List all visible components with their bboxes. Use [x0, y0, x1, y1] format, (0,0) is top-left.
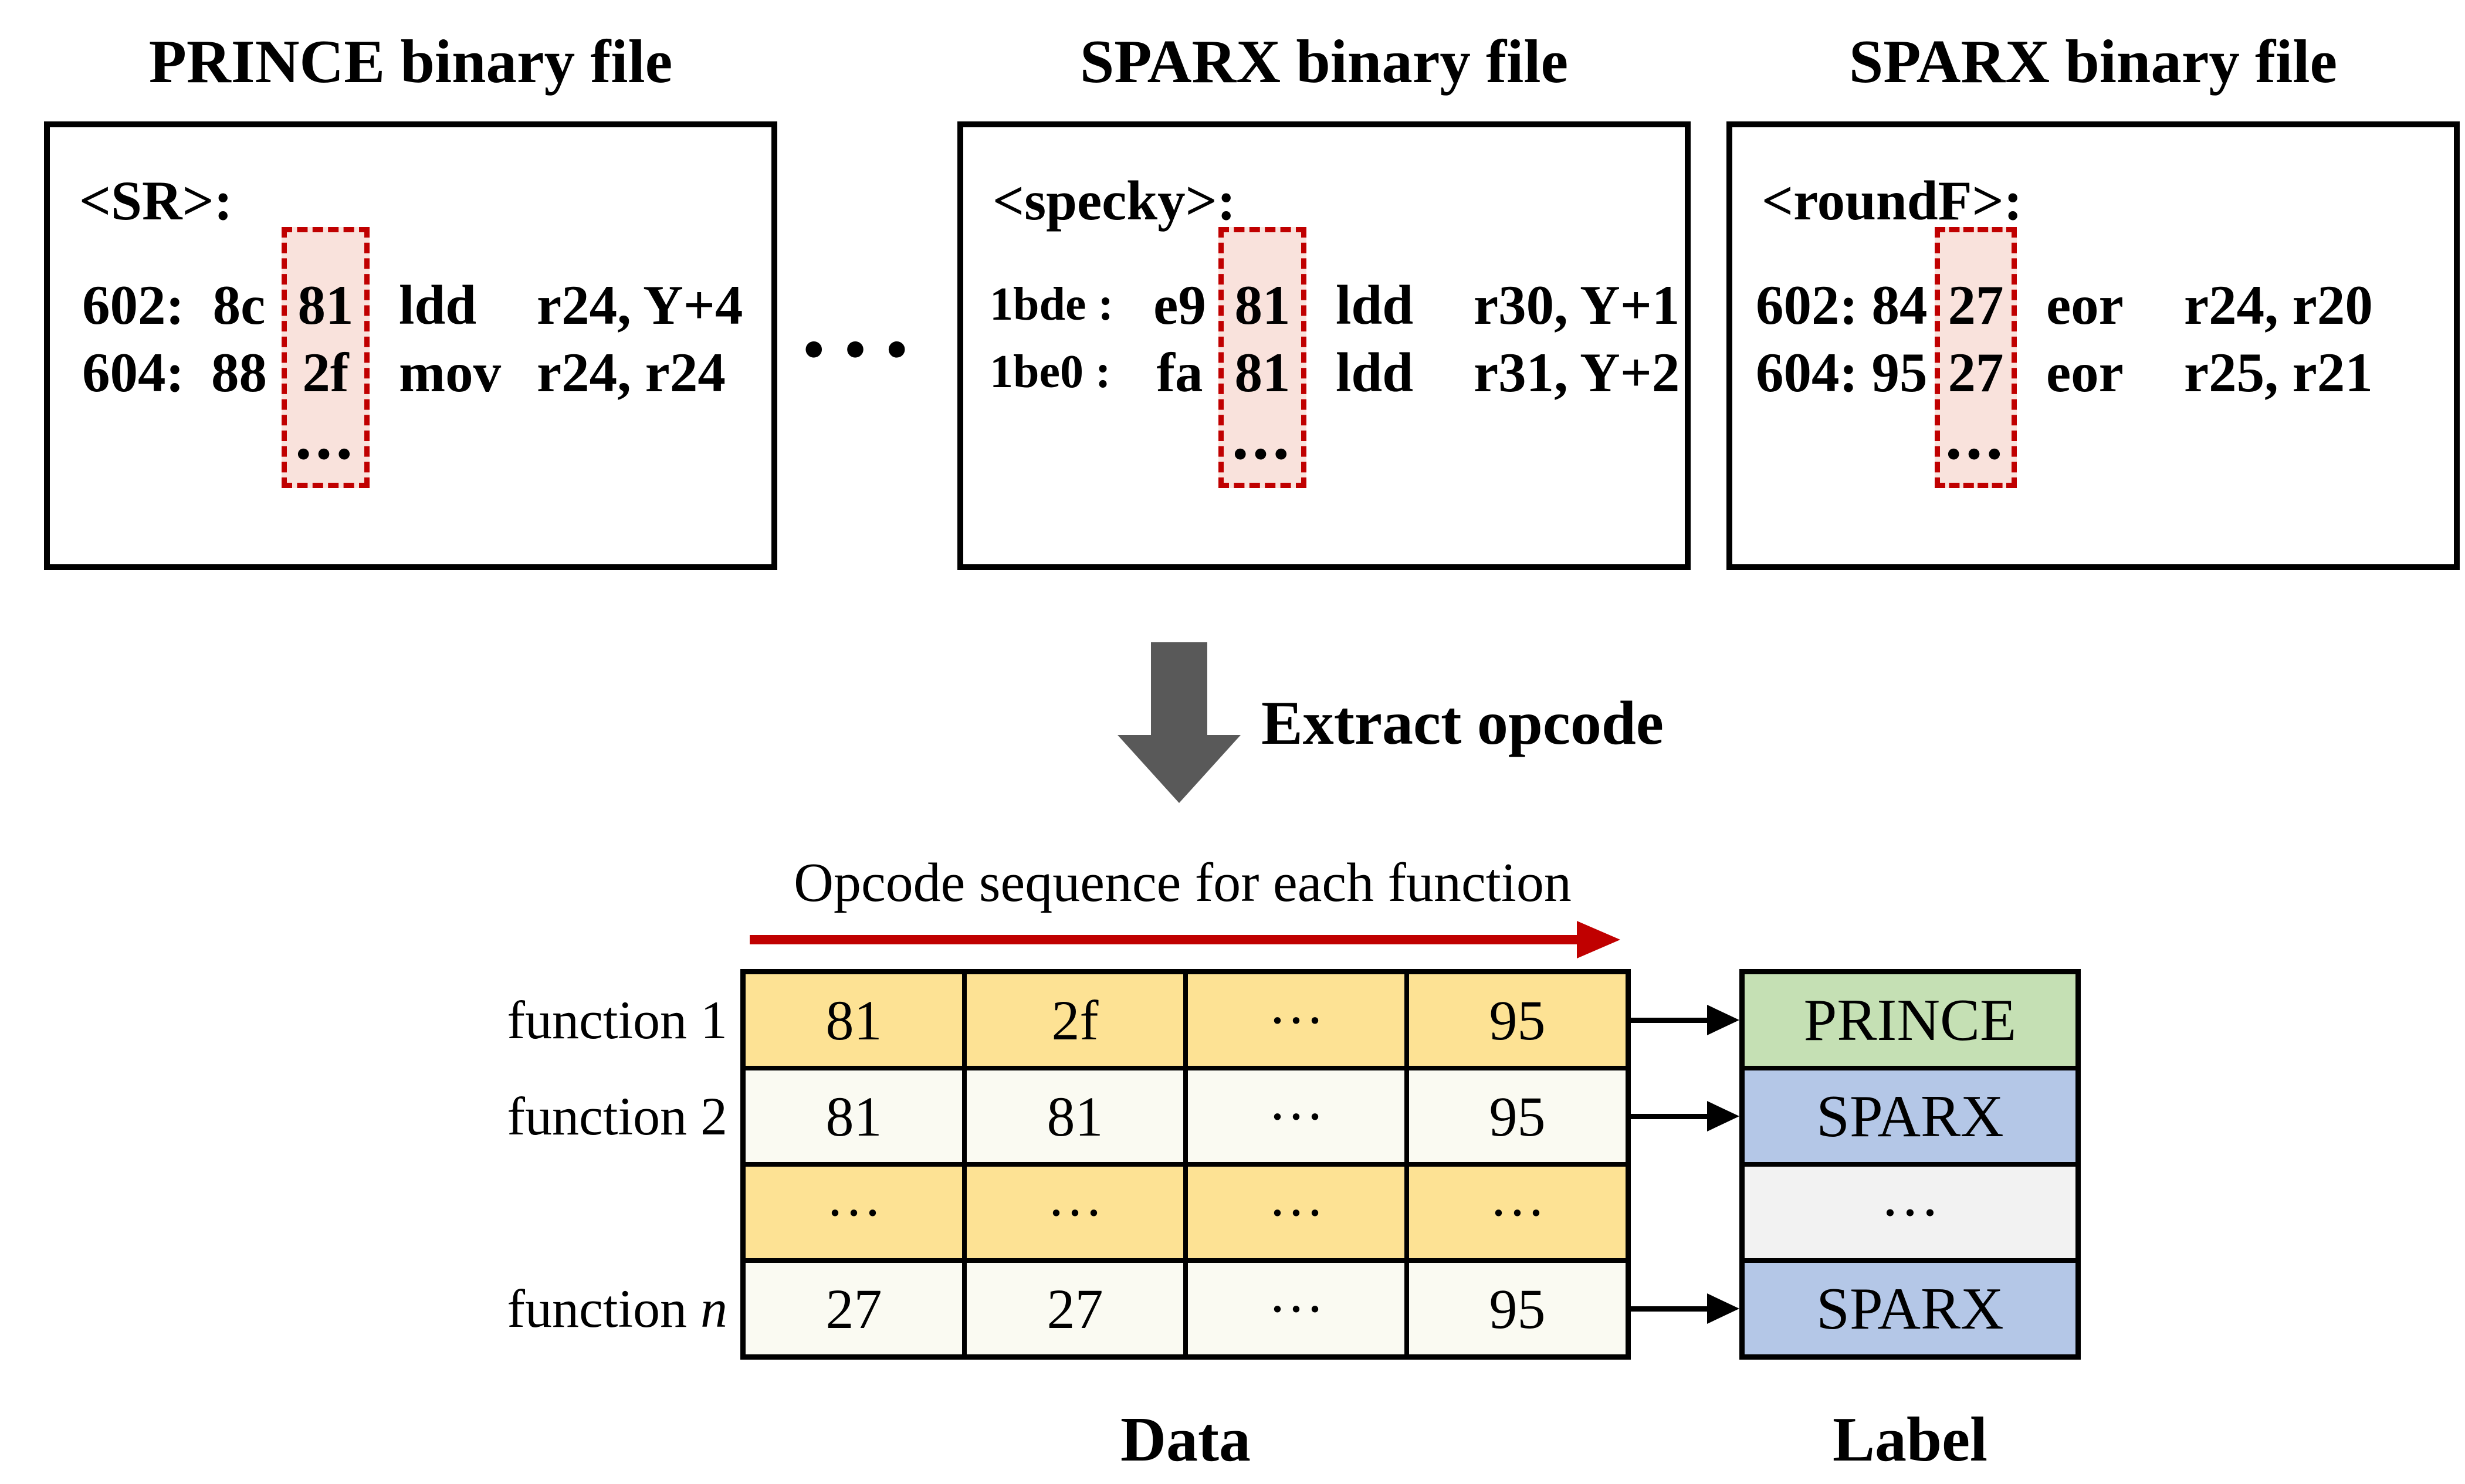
- code-byte: 95: [1871, 341, 1928, 404]
- table-cell: 27: [743, 1261, 964, 1357]
- binary-code-box: <SR>: 602: 8c 81 ldd r24, Y+4 604: 88 2f…: [44, 121, 777, 570]
- extract-opcode-label: Extract opcode: [1261, 689, 1664, 757]
- connector-arrow-icon: [1707, 1005, 1739, 1035]
- code-address: 604:: [1756, 341, 1858, 404]
- code-line: 1bde : e9 81 ldd r30, Y+1: [963, 271, 1685, 338]
- row-label-text: function: [507, 1279, 700, 1339]
- table-cell: ···: [743, 1164, 964, 1261]
- panels-separator-dots: ···: [797, 294, 922, 404]
- code-byte: 8c: [212, 273, 266, 336]
- table-cell: ···: [1186, 972, 1407, 1068]
- opcode-sequence-table: 81 2f ··· 95 81 81 ··· 95 ··· ··· ··· ··…: [740, 969, 1631, 1360]
- code-operands: r30, Y+1: [1474, 273, 1680, 336]
- connector-arrow-shaft: [1626, 1306, 1709, 1312]
- binary-panel-prince: PRINCE binary file <SR>: 602: 8c 81 ldd …: [44, 0, 777, 581]
- table-cell: ···: [1186, 1068, 1407, 1164]
- code-opcode-byte: 2f: [302, 341, 349, 404]
- code-operands: r24, r20: [2184, 273, 2373, 336]
- table-cell: 81: [743, 1068, 964, 1164]
- row-label-function-1: function 1: [317, 988, 727, 1052]
- binary-code-box: <specky>: 1bde : e9 81 ldd r30, Y+1 1be0…: [957, 121, 1691, 570]
- code-address: 602:: [1756, 273, 1858, 336]
- table-cell: 95: [1407, 972, 1628, 1068]
- row-label-function-n: function n: [317, 1276, 727, 1341]
- row-label-function-2: function 2: [317, 1084, 727, 1148]
- code-line: 604: 88 2f mov r24, r24: [50, 338, 771, 406]
- row-label-italic: n: [700, 1279, 727, 1339]
- code-operands: r24, Y+4: [537, 273, 743, 336]
- panel-title: SPARX binary file: [1079, 27, 1569, 96]
- opcode-highlight-box: [282, 227, 370, 488]
- code-opcode-byte: 27: [1948, 341, 2004, 404]
- down-arrow-icon: [1118, 735, 1241, 803]
- connector-arrow-shaft: [1626, 1114, 1709, 1119]
- code-line: 1be0 : fa 81 ldd r31, Y+2: [963, 338, 1685, 406]
- code-opcode-byte: 81: [1234, 273, 1291, 336]
- class-label-sparx: SPARX: [1742, 1261, 2078, 1357]
- table-cell: 95: [1407, 1068, 1628, 1164]
- code-byte: fa: [1156, 341, 1203, 404]
- opcode-highlight-box: [1935, 227, 2017, 488]
- code-opcode-byte: 81: [1234, 341, 1291, 404]
- table-cell: ···: [1407, 1164, 1628, 1261]
- ellipsis-dots: ...: [1945, 399, 2007, 473]
- code-address: 602:: [82, 273, 185, 336]
- class-label-sparx: SPARX: [1742, 1068, 2078, 1164]
- panel-title: SPARX binary file: [1848, 27, 2338, 96]
- code-byte: 84: [1871, 273, 1928, 336]
- data-caption: Data: [1120, 1405, 1251, 1475]
- code-line: 604: 95 27 eor r25, r21: [1732, 338, 2454, 406]
- connector-arrow-icon: [1707, 1293, 1739, 1324]
- connector-arrow-icon: [1707, 1101, 1739, 1131]
- code-opcode-byte: 81: [297, 273, 354, 336]
- code-operands: r31, Y+2: [1474, 341, 1680, 404]
- table-cell: ···: [964, 1164, 1186, 1261]
- function-symbol: <roundF>:: [1762, 170, 2023, 232]
- code-mnemonic: ldd: [1336, 273, 1414, 336]
- table-cell: ···: [1186, 1164, 1407, 1261]
- table-cell: 81: [743, 972, 964, 1068]
- opcode-highlight-box: [1218, 227, 1306, 488]
- sequence-arrow-shaft: [750, 935, 1578, 944]
- sequence-caption: Opcode sequence for each function: [794, 852, 1572, 913]
- code-mnemonic: ldd: [1336, 341, 1414, 404]
- class-label-prince: PRINCE: [1742, 972, 2078, 1068]
- function-symbol: <SR>:: [79, 170, 233, 232]
- code-byte: e9: [1153, 273, 1206, 336]
- code-byte: 88: [211, 341, 267, 404]
- code-line: 602: 8c 81 ldd r24, Y+4: [50, 271, 771, 338]
- code-operands: r24, r24: [537, 341, 726, 404]
- binary-code-box: <roundF>: 602: 84 27 eor r24, r20 604: 9…: [1726, 121, 2460, 570]
- binary-panel-sparx-1: SPARX binary file <specky>: 1bde : e9 81…: [957, 0, 1691, 581]
- row-label-text: function 1: [507, 990, 727, 1050]
- ellipsis-dots: ...: [1231, 399, 1294, 473]
- code-mnemonic: eor: [2046, 341, 2124, 404]
- code-operands: r25, r21: [2184, 341, 2373, 404]
- code-address: 1be0 :: [990, 346, 1111, 398]
- row-label-text: function 2: [507, 1086, 727, 1146]
- code-address: 1bde :: [990, 279, 1114, 330]
- table-cell: ···: [1186, 1261, 1407, 1357]
- table-cell: 27: [964, 1261, 1186, 1357]
- table-cell: 81: [964, 1068, 1186, 1164]
- code-address: 604:: [82, 341, 185, 404]
- label-column: PRINCE SPARX ··· SPARX: [1739, 969, 2081, 1360]
- ellipsis-dots: ...: [294, 399, 357, 473]
- table-cell: 95: [1407, 1261, 1628, 1357]
- code-mnemonic: eor: [2046, 273, 2124, 336]
- code-line: 602: 84 27 eor r24, r20: [1732, 271, 2454, 338]
- code-opcode-byte: 27: [1948, 273, 2004, 336]
- function-symbol: <specky>:: [993, 170, 1236, 232]
- code-mnemonic: ldd: [399, 273, 477, 336]
- table-cell: 2f: [964, 972, 1186, 1068]
- code-mnemonic: mov: [399, 341, 502, 404]
- connector-arrow-shaft: [1626, 1018, 1709, 1023]
- panel-title: PRINCE binary file: [148, 27, 673, 96]
- label-caption: Label: [1832, 1405, 1988, 1475]
- sequence-arrow-icon: [1577, 921, 1620, 958]
- class-label-dots: ···: [1742, 1164, 2078, 1261]
- binary-panel-sparx-2: SPARX binary file <roundF>: 602: 84 27 e…: [1726, 0, 2460, 581]
- down-arrow-shaft: [1151, 642, 1207, 736]
